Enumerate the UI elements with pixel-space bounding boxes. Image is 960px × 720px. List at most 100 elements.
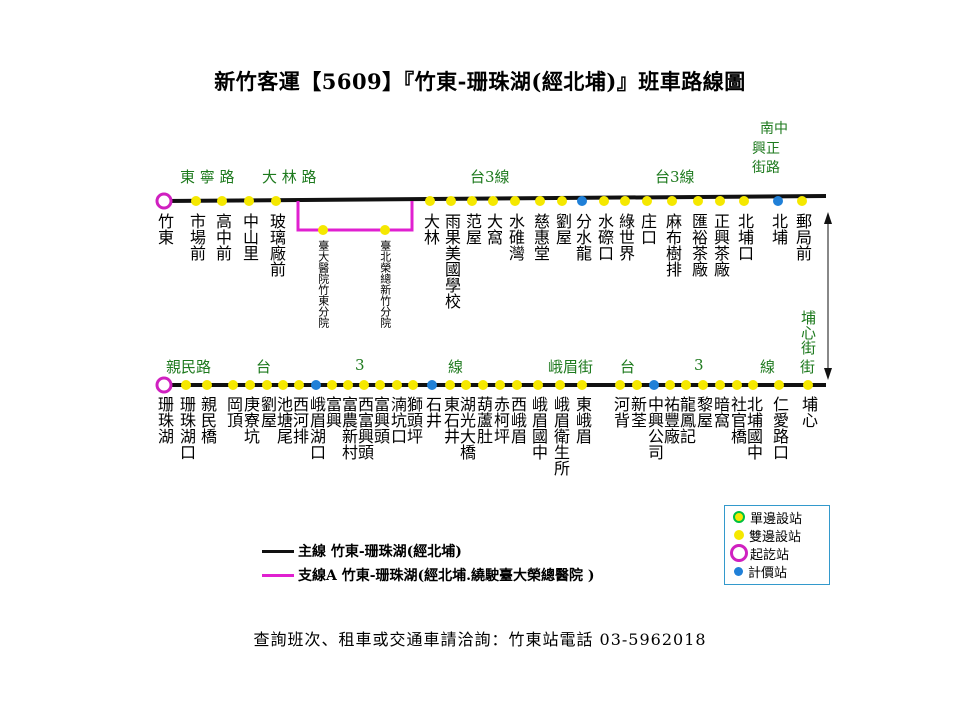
marker-legend: 單邊設站 雙邊設站 起訖站 計價站 — [724, 505, 830, 585]
stop-label-top-19: 北埔口 — [735, 213, 754, 261]
stop-marker-bottom-33 — [774, 380, 784, 390]
branch-label-0: 臺大醫院竹東分院 — [316, 240, 330, 328]
branch-marker-0 — [318, 225, 328, 235]
stop-label-bottom-5: 劉屋 — [258, 396, 277, 428]
legend-double: 雙邊設站 — [733, 526, 802, 545]
stop-marker-bottom-7 — [294, 380, 304, 390]
road-label-dongning: 東 寧 路 — [180, 168, 235, 186]
stop-label-bottom-19: 赤柯坪 — [491, 396, 510, 444]
stop-label-bottom-4: 庚寮坑 — [241, 396, 260, 444]
main-line-label: 主線 竹東-珊珠湖(經北埔) — [298, 544, 462, 560]
stop-label-bottom-31: 社官橋 — [728, 396, 747, 444]
stop-marker-bottom-14 — [408, 380, 418, 390]
legend-start: 起訖站 — [730, 544, 790, 563]
stop-marker-bottom-5 — [262, 380, 272, 390]
stop-label-bottom-28: 龍鳳記 — [677, 396, 696, 444]
stop-marker-top-0 — [155, 192, 173, 210]
stop-marker-top-16 — [667, 196, 677, 206]
road-label-bottom-3: 3 — [355, 356, 365, 374]
stop-label-top-1: 市場前 — [187, 213, 206, 261]
stop-label-top-0: 竹東 — [155, 213, 174, 245]
stop-label-bottom-10: 富農新村 — [339, 396, 358, 460]
road-label-emei: 峨眉街 — [548, 358, 594, 376]
stop-marker-bottom-2 — [202, 380, 212, 390]
stop-label-bottom-22: 峨眉衛生所 — [551, 396, 570, 476]
stop-marker-bottom-3 — [228, 380, 238, 390]
stop-marker-bottom-19 — [495, 380, 505, 390]
stop-label-bottom-13: 湳坑口 — [388, 396, 407, 444]
stop-marker-top-3 — [244, 196, 254, 206]
stop-marker-bottom-1 — [181, 380, 191, 390]
stop-marker-bottom-17 — [461, 380, 471, 390]
stop-marker-top-8 — [488, 196, 498, 206]
stop-label-bottom-18: 葫蘆肚 — [474, 396, 493, 444]
stop-marker-bottom-16 — [445, 380, 455, 390]
stop-marker-top-20 — [773, 196, 783, 206]
stop-marker-top-18 — [715, 196, 725, 206]
legend-fare-label: 計價站 — [748, 565, 788, 581]
line-legend-branch: 支線A 竹東-珊珠湖(經北埔.繞駛臺大榮總醫院 ) — [262, 563, 595, 587]
stop-label-top-2: 高中前 — [213, 213, 232, 261]
stop-label-top-5: 大林 — [421, 213, 440, 245]
stop-label-top-14: 綠世界 — [616, 213, 635, 261]
stop-marker-top-17 — [693, 196, 703, 206]
stop-markers — [155, 192, 813, 394]
stop-marker-bottom-26 — [649, 380, 659, 390]
stop-label-bottom-26: 中興公司 — [645, 396, 664, 460]
stop-marker-bottom-24 — [615, 380, 625, 390]
page-title: 新竹客運【5609】『竹東-珊珠湖(經北埔)』班車路線圖 — [214, 69, 746, 94]
stop-label-bottom-1: 珊珠湖口 — [177, 396, 196, 460]
road-label-dalin: 大 林 路 — [262, 168, 317, 186]
stop-label-top-17: 匯裕茶廠 — [689, 213, 708, 277]
branch-line-label: 支線A 竹東-珊珠湖(經北埔.繞駛臺大榮總醫院 ) — [298, 568, 595, 584]
stop-label-bottom-3: 岡頂 — [224, 396, 243, 428]
stop-marker-bottom-12 — [375, 380, 385, 390]
stop-marker-top-19 — [739, 196, 749, 206]
stop-marker-top-11 — [557, 196, 567, 206]
stop-label-bottom-20: 西峨眉 — [508, 396, 527, 444]
stop-marker-bottom-13 — [392, 380, 402, 390]
stop-marker-bottom-20 — [512, 380, 522, 390]
stop-label-bottom-32: 北埔國中 — [744, 396, 763, 460]
stop-label-bottom-23: 東峨眉 — [573, 396, 592, 444]
connector-arrow-down-icon — [824, 368, 832, 380]
legend-double-label: 雙邊設站 — [749, 529, 802, 545]
road-label-bottom-tai-b: 台 — [620, 358, 636, 376]
stop-marker-top-10 — [535, 196, 545, 206]
stop-label-top-18: 正興茶廠 — [711, 213, 730, 277]
stop-marker-top-12 — [577, 196, 587, 206]
road-label-puxin: 埔心街 — [799, 310, 817, 355]
stop-label-bottom-9: 富興 — [323, 396, 342, 428]
stop-marker-bottom-22 — [555, 380, 565, 390]
stop-marker-bottom-6 — [278, 380, 288, 390]
line-legend: 主線 竹東-珊珠湖(經北埔) 支線A 竹東-珊珠湖(經北埔.繞駛臺大榮總醫院 ) — [262, 539, 595, 587]
legend-single-label: 單邊設站 — [750, 511, 803, 527]
stop-label-top-4: 玻璃廠前 — [267, 213, 286, 277]
stop-label-top-7: 范屋 — [463, 213, 482, 245]
stop-marker-top-9 — [510, 196, 520, 206]
stop-marker-top-7 — [467, 196, 477, 206]
stop-marker-top-21 — [797, 196, 807, 206]
stop-label-bottom-0: 珊珠湖 — [155, 396, 174, 444]
stop-label-bottom-33: 仁愛路口 — [770, 396, 789, 460]
road-label-bottom-xian-b: 線 — [760, 358, 776, 376]
stop-label-top-9: 水碓灣 — [506, 213, 525, 261]
stop-marker-bottom-11 — [359, 380, 369, 390]
legend-fare: 計價站 — [733, 562, 788, 581]
stop-marker-top-2 — [217, 196, 227, 206]
stop-marker-bottom-25 — [632, 380, 642, 390]
stop-marker-bottom-23 — [577, 380, 587, 390]
stop-label-top-20: 北埔 — [769, 213, 788, 245]
stop-marker-bottom-0 — [155, 376, 173, 394]
legend-single: 單邊設站 — [733, 508, 803, 527]
stop-marker-bottom-21 — [533, 380, 543, 390]
stop-label-bottom-24: 河背 — [611, 396, 630, 428]
legend-start-label: 起訖站 — [750, 547, 790, 563]
stop-marker-bottom-9 — [327, 380, 337, 390]
stop-marker-bottom-15 — [427, 380, 437, 390]
stop-label-top-16: 麻布樹排 — [663, 213, 682, 277]
stop-label-bottom-12: 富興頭 — [371, 396, 390, 444]
stop-label-bottom-16: 東石井 — [441, 396, 460, 444]
stop-label-top-8: 大窩 — [484, 213, 503, 245]
